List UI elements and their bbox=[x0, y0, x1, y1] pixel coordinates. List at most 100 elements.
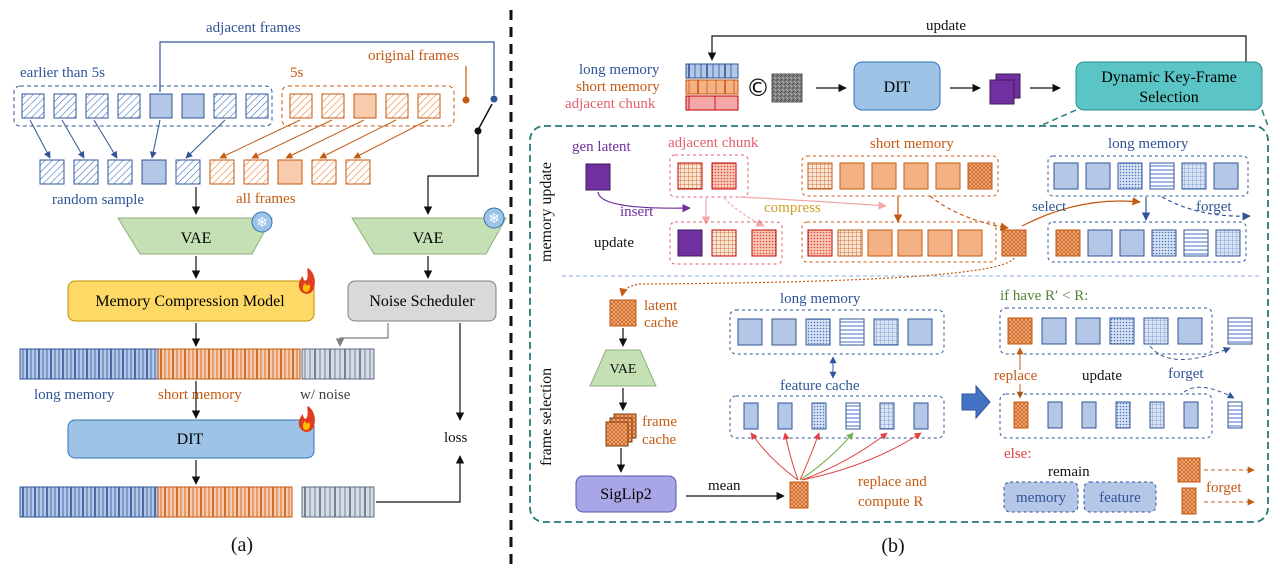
siglip2-label: SigLip2 bbox=[600, 486, 652, 503]
label-frame-cache-1: frame bbox=[642, 414, 677, 430]
arrow bbox=[799, 432, 854, 481]
updated-long-tiles bbox=[1055, 229, 1241, 257]
section-memory-update: memory update bbox=[538, 162, 555, 262]
frame-tile bbox=[53, 93, 77, 119]
memory-bar bbox=[19, 348, 375, 380]
flame-icon bbox=[298, 268, 315, 294]
chunk-tile bbox=[677, 229, 703, 257]
long-memory-fs-tiles bbox=[737, 318, 933, 346]
earlier-group-box bbox=[13, 85, 273, 127]
short-memory-strip bbox=[685, 79, 739, 95]
label-long-memory-mu: long memory bbox=[1108, 136, 1189, 152]
remain-feature-chip bbox=[1083, 481, 1157, 513]
if-feature-group bbox=[999, 393, 1213, 439]
flame-icon bbox=[298, 406, 315, 432]
label-replace-compute-1: replace and bbox=[858, 474, 927, 490]
to-latent-cache-arrow bbox=[619, 257, 1015, 297]
feature-tile bbox=[1081, 401, 1097, 429]
sampled-frames-row bbox=[39, 159, 371, 185]
label-gen-latent: gen latent bbox=[572, 139, 632, 155]
memory-tile bbox=[1181, 162, 1207, 190]
long-memory-segment bbox=[19, 348, 159, 380]
siglip2-block bbox=[575, 475, 677, 513]
memory-tile bbox=[927, 229, 953, 257]
arrow bbox=[251, 119, 333, 159]
arrow bbox=[799, 432, 821, 481]
arrow bbox=[801, 432, 922, 481]
long-memory-segment bbox=[19, 486, 159, 518]
label-random-sample: random sample bbox=[52, 192, 144, 208]
feature-cache-tiles bbox=[743, 402, 929, 430]
label-earlier-than-5s: earlier than 5s bbox=[20, 65, 105, 81]
mean-feature-tile bbox=[789, 481, 809, 509]
arrow bbox=[782, 432, 799, 481]
memory-bar-stripes bbox=[22, 349, 371, 379]
label-all-frames: all frames bbox=[236, 191, 296, 207]
memory-tile bbox=[935, 162, 961, 190]
label-forget-fs: forget bbox=[1168, 366, 1204, 382]
updated-chunk-group bbox=[669, 221, 783, 265]
memory-stack bbox=[685, 63, 739, 111]
memory-tile bbox=[771, 318, 797, 346]
memory-tile bbox=[897, 229, 923, 257]
label-long-memory-fs: long memory bbox=[780, 291, 861, 307]
forget-arrow-mu bbox=[1161, 196, 1251, 221]
transition-arrow-icon bbox=[961, 384, 991, 420]
short-shift-arrow bbox=[929, 195, 1009, 231]
memory-tile bbox=[837, 229, 863, 257]
label-update-mu: update bbox=[594, 235, 634, 251]
noise-segment bbox=[301, 348, 375, 380]
if-long-memory-tiles bbox=[1007, 317, 1203, 345]
label-remain: remain bbox=[1048, 464, 1090, 480]
arrow bbox=[61, 119, 85, 159]
svg-text:❄: ❄ bbox=[488, 211, 500, 227]
forget-arrow-feature bbox=[1183, 386, 1235, 399]
label-5s: 5s bbox=[290, 65, 304, 81]
frame-tile bbox=[277, 159, 303, 185]
arrow bbox=[801, 432, 888, 481]
noise-tile bbox=[771, 73, 803, 103]
long-memory-group bbox=[1047, 155, 1249, 197]
vae-left-block bbox=[117, 217, 273, 255]
memory-tile bbox=[1149, 162, 1175, 190]
memory-tile bbox=[1215, 229, 1241, 257]
feature-tile bbox=[1115, 401, 1131, 429]
memory-tile bbox=[871, 162, 897, 190]
updated-short-group bbox=[801, 221, 997, 263]
feature-tile bbox=[811, 402, 827, 430]
feature-tile bbox=[1013, 401, 1029, 429]
frame-tile bbox=[245, 93, 269, 119]
arrow bbox=[93, 119, 118, 159]
label-replace: replace bbox=[994, 368, 1038, 384]
label-short-memory-mu: short memory bbox=[870, 136, 954, 152]
vae-label-b: VAE bbox=[610, 362, 637, 377]
frame-tile bbox=[181, 93, 205, 119]
updated-short-tiles bbox=[807, 229, 983, 257]
output-bar-stripes bbox=[22, 487, 371, 517]
memory-tile bbox=[1213, 162, 1239, 190]
discarded-feature-tile bbox=[1181, 487, 1197, 515]
updated-long-group bbox=[1047, 221, 1247, 263]
output-to-loss-arrow bbox=[376, 455, 465, 503]
chunk-tile bbox=[751, 229, 777, 257]
arrow bbox=[185, 119, 226, 159]
snowflake-icon: ❄ bbox=[483, 207, 505, 229]
long-memory-strip bbox=[685, 63, 739, 79]
label-long-memory: long memory bbox=[34, 387, 115, 403]
label-select: select bbox=[1032, 199, 1067, 215]
label-feature: feature bbox=[1099, 490, 1141, 506]
arrow bbox=[285, 119, 365, 159]
dit-label-a: DIT bbox=[177, 431, 204, 448]
adjacent-frames-line bbox=[159, 41, 495, 95]
memory-tile bbox=[839, 318, 865, 346]
frame-tile bbox=[209, 159, 235, 185]
switch-to-vae-arrow bbox=[423, 134, 479, 215]
label-insert: insert bbox=[620, 204, 654, 220]
frame-tile bbox=[321, 93, 345, 119]
label-frame-cache-2: cache bbox=[642, 432, 676, 448]
memory-tile bbox=[1119, 229, 1145, 257]
feature-cache-group bbox=[729, 395, 945, 439]
memory-tile bbox=[1151, 229, 1177, 257]
label-update-top: update bbox=[926, 18, 966, 34]
switch-lever bbox=[477, 103, 493, 131]
